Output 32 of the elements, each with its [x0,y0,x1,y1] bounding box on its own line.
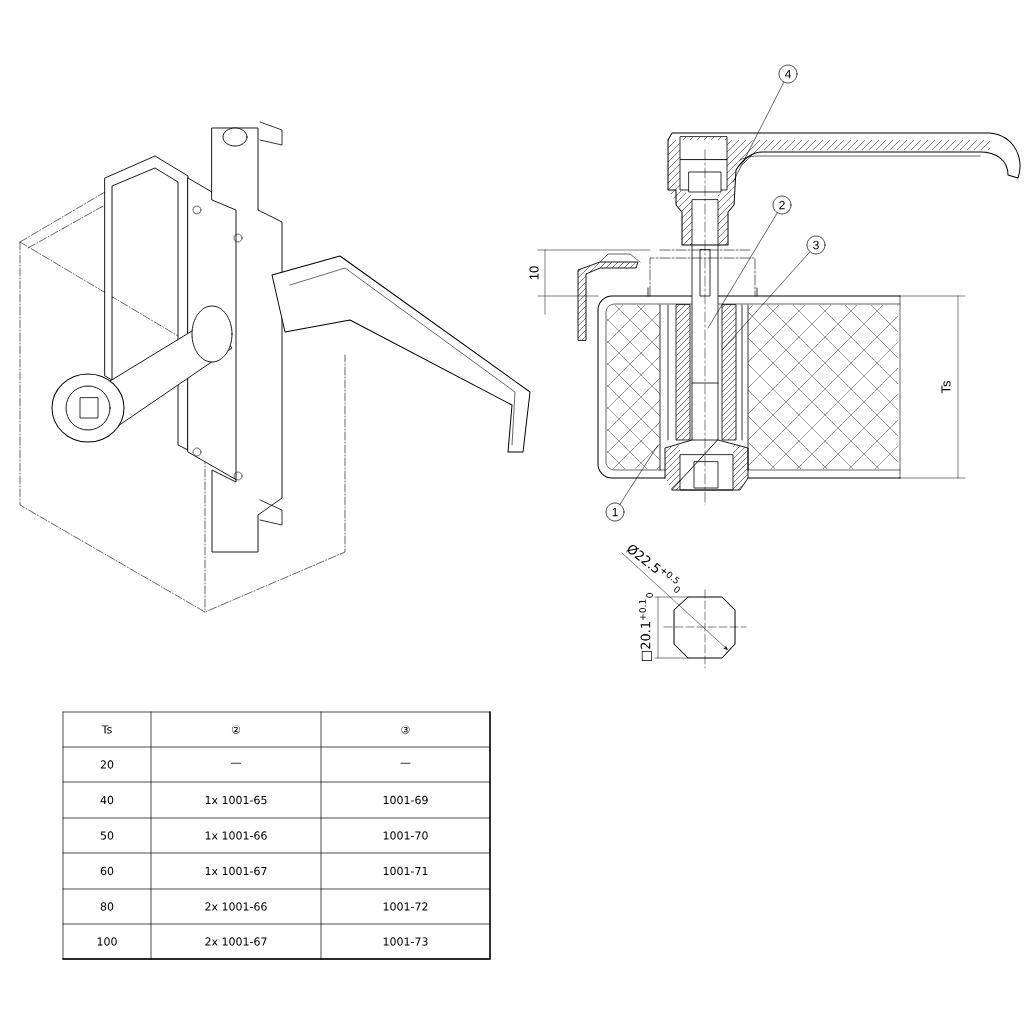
leader-line [707,212,778,329]
table-cell-text: ② [231,725,241,734]
table-cell-text: 60 [100,866,114,876]
table-cell-text: 1x 1001-67 [205,866,267,876]
callout-number: 1 [605,502,625,522]
table-cell-text: 1x 1001-65 [205,795,267,805]
table-cell-text: 2x 1001-67 [205,937,267,946]
table-cell-text: 1001-70 [383,831,428,840]
table-cell-text: — [231,762,241,764]
dimension-text: □20.1$^{+0.1}$0 [639,593,653,661]
table-cell-text: 2x 1001-66 [205,902,267,911]
dimension-text: 10 [529,266,539,280]
leader-line [732,82,785,183]
table-cell-text: 1001-71 [383,866,428,876]
table-cell-text: ③ [401,725,410,734]
table-cell-text: 50 [100,831,114,840]
table-cell-text: — [400,762,411,764]
table-cell-text: 1001-73 [383,937,428,946]
leader-line [619,444,659,505]
table-cell-text: Ts [101,725,112,734]
table-cell-text: 100 [97,937,117,946]
callout-number: 4 [778,64,798,84]
table-cell-text: 80 [100,902,114,911]
callout-number: 2 [772,195,792,215]
table-cell-text: 1001-69 [383,795,428,805]
table-cell-text: 20 [100,760,114,769]
dimension-text: Ts [941,380,951,394]
table-cell-text: 40 [100,795,114,805]
leader-line [721,251,811,351]
table-cell-text: 1001-72 [383,902,428,911]
callout-number: 3 [806,235,826,255]
table-cell-text: 1x 1001-66 [205,831,267,840]
